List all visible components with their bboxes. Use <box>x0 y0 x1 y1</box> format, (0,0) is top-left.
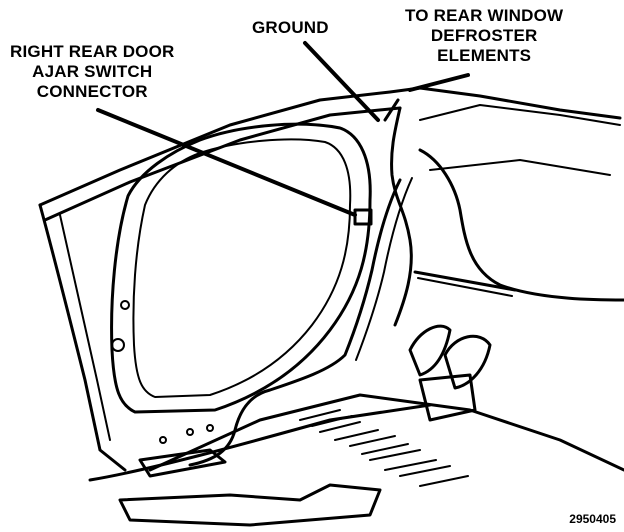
sill-hole-1 <box>159 436 167 444</box>
floor-slots-1 <box>299 409 451 477</box>
wiring-harness-edge <box>355 177 413 361</box>
rear-window-edge <box>419 104 621 126</box>
seat-mount-block <box>418 373 477 422</box>
ground-terminal <box>383 98 400 122</box>
sill-hole-2 <box>186 428 194 436</box>
rear-window-defroster-label: TO REAR WINDOW DEFROSTER ELEMENTS <box>405 6 563 66</box>
door-ajar-connector-label: RIGHT REAR DOOR AJAR SWITCH CONNECTOR <box>10 42 175 102</box>
sill-bracket <box>138 448 227 478</box>
door-ajar-label-line-2: AJAR SWITCH <box>32 62 153 81</box>
ground-label: GROUND <box>252 18 329 38</box>
door-ajar-leader-line <box>96 108 357 217</box>
sill-hole-3 <box>206 424 214 432</box>
roof-inner-line <box>43 106 402 222</box>
door-ajar-label-line-1: RIGHT REAR DOOR <box>10 42 175 61</box>
pillar-hole-1 <box>120 300 130 310</box>
floor-slots-2 <box>311 415 469 487</box>
crossmember <box>118 483 382 527</box>
door-opening-frame <box>110 122 372 414</box>
ground-label-text: GROUND <box>252 18 329 37</box>
front-pillar-inner <box>59 214 111 441</box>
seat-bracket-2 <box>443 334 492 390</box>
rear-window-label-line-2: DEFROSTER <box>430 26 538 45</box>
rear-window-leader-line <box>408 73 470 92</box>
floor-edge <box>148 393 624 472</box>
rear-shelf <box>429 159 611 176</box>
pillar-hole-2 <box>111 338 125 352</box>
rear-window-label-line-1: TO REAR WINDOW <box>405 6 564 25</box>
ground-leader-line <box>303 41 380 122</box>
figure-number: 2950405 <box>569 512 616 526</box>
rocker-sill <box>88 403 432 482</box>
seat-bracket-1 <box>408 324 452 377</box>
rear-rod <box>413 270 517 292</box>
rear-window-label-line-3: ELEMENTS <box>437 46 532 65</box>
quarter-panel <box>418 148 624 302</box>
door-opening-inner <box>132 138 352 398</box>
door-ajar-label-line-3: CONNECTOR <box>36 82 148 101</box>
c-pillar <box>390 106 413 327</box>
front-pillar <box>38 203 127 472</box>
rear-rod-inner <box>417 277 513 297</box>
roof-outline <box>38 86 622 207</box>
